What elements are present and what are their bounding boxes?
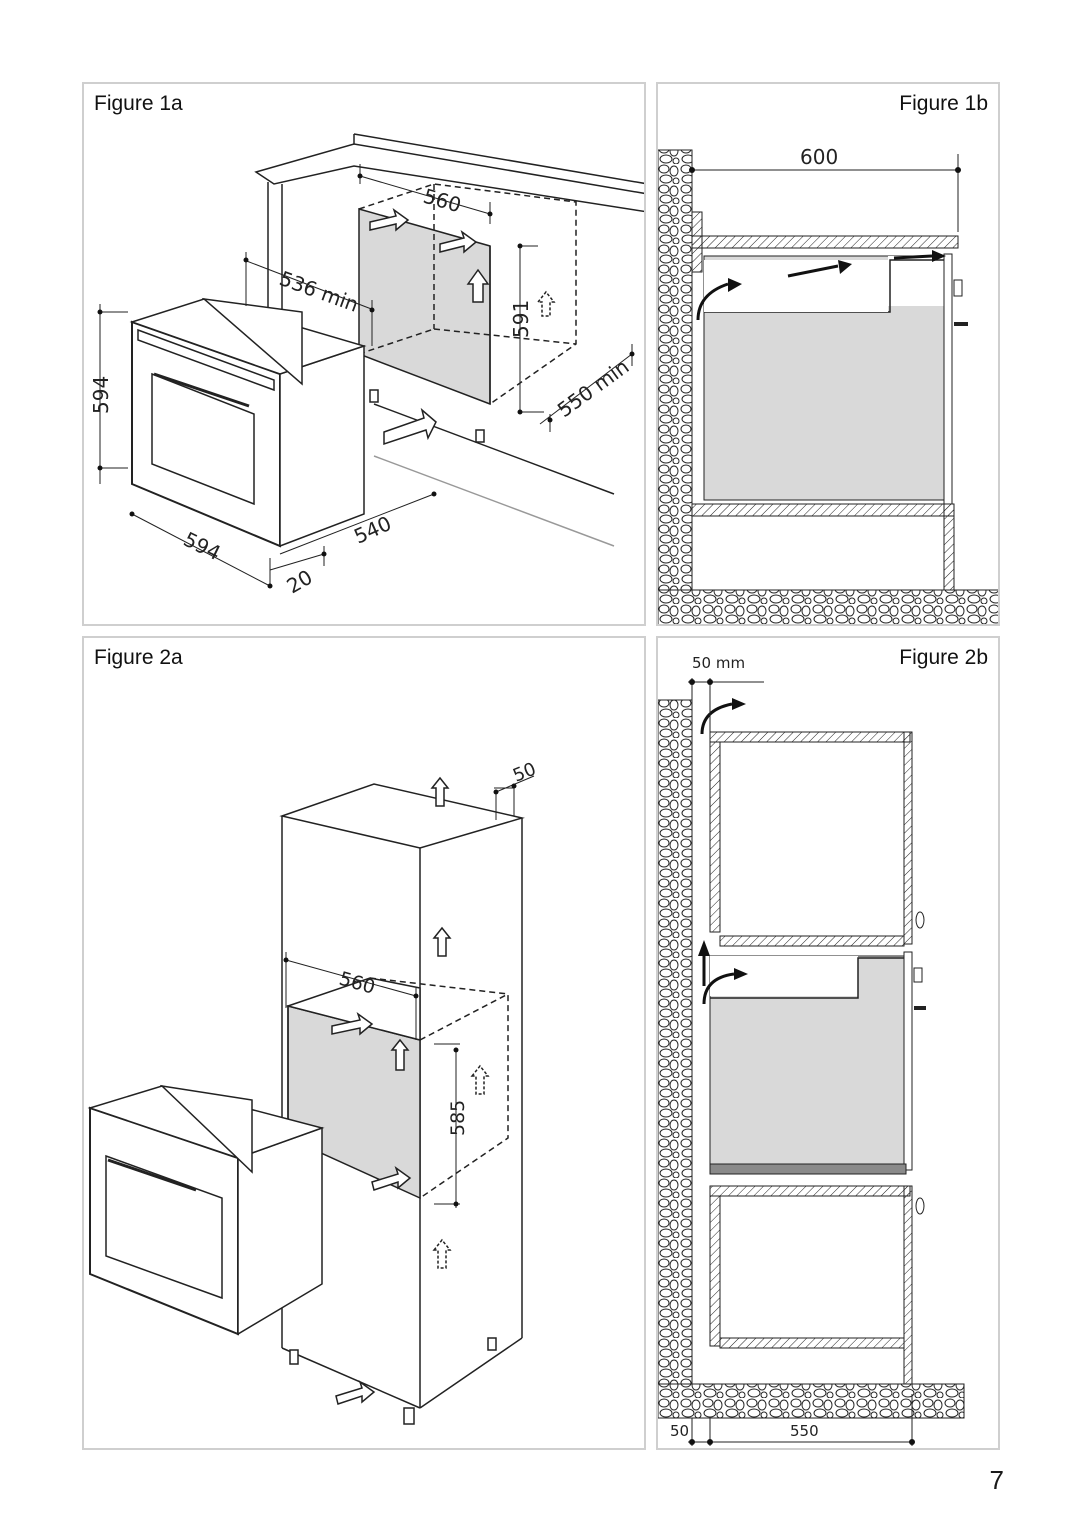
figure-1b-title: Figure 1b — [899, 92, 988, 115]
airflow-arrow — [331, 1012, 374, 1036]
stone-floor — [658, 589, 998, 624]
airflow-arrow — [369, 208, 410, 232]
dim-550-min: 550 min — [553, 354, 634, 422]
airflow-arrow — [470, 1064, 490, 1095]
airflow-arrow — [893, 254, 933, 260]
airflow-arrow — [335, 1380, 376, 1405]
airflow-arrow — [700, 702, 733, 735]
airflow-arrow — [536, 290, 556, 317]
dim-20: 20 — [283, 565, 317, 599]
airflow-arrow — [787, 264, 839, 278]
airflow-arrow — [696, 282, 729, 321]
dim-560: 560 — [421, 184, 464, 218]
figure-1b-drawing: 600 — [658, 145, 998, 624]
figure-1a-drawing: 560 536 min 594 591 550 min 540 594 20 — [89, 133, 644, 599]
dim-50-mm: 50 mm — [692, 654, 745, 672]
figure-2b-drawing: 50 mm 50 550 — [658, 654, 965, 1446]
figure-2a-title: Figure 2a — [94, 646, 183, 669]
dim-550: 550 — [790, 1422, 819, 1440]
dim-591: 591 — [509, 300, 533, 338]
shelf — [719, 1337, 905, 1349]
oven-door — [903, 951, 913, 1171]
dim-585: 585 — [447, 1100, 469, 1136]
figure-1a-panel: Figure 1a — [82, 82, 646, 626]
figure-2b-title: Figure 2b — [899, 646, 988, 669]
stone-wall — [658, 699, 693, 1385]
figure-2a-drawing: 50 560 585 — [87, 759, 539, 1425]
airflow-arrow — [702, 972, 735, 1005]
stone-wall — [658, 149, 693, 591]
shelf — [691, 503, 955, 517]
airflow-arrow — [439, 230, 478, 254]
dim-594-height: 594 — [89, 376, 113, 414]
dim-600: 600 — [800, 145, 838, 169]
page-number: 7 — [989, 1465, 1004, 1495]
airflow-arrow — [390, 1038, 410, 1071]
dim-594-width: 594 — [180, 527, 225, 565]
dim-50: 50 — [510, 759, 539, 787]
dim-50-bottom: 50 — [670, 1422, 689, 1440]
dim-536-min: 536 min — [276, 266, 361, 317]
airflow-arrow — [371, 1166, 412, 1191]
shelf — [719, 935, 905, 947]
oven-door — [943, 253, 953, 505]
airflow-arrow — [432, 926, 452, 957]
figure-1b-panel: Figure 1b — [656, 82, 1000, 626]
figure-2b-panel: Figure 2b — [656, 636, 1000, 1450]
airflow-arrow — [383, 407, 437, 446]
figure-1a-title: Figure 1a — [94, 92, 183, 115]
worktop — [691, 235, 959, 249]
figure-2a-panel: Figure 2a — [82, 636, 646, 1450]
airflow-arrow — [466, 268, 490, 303]
stone-floor — [658, 1383, 965, 1419]
tall-cabinet-top — [279, 783, 525, 849]
airflow-arrow — [430, 776, 450, 807]
airflow-arrow — [432, 1238, 452, 1269]
